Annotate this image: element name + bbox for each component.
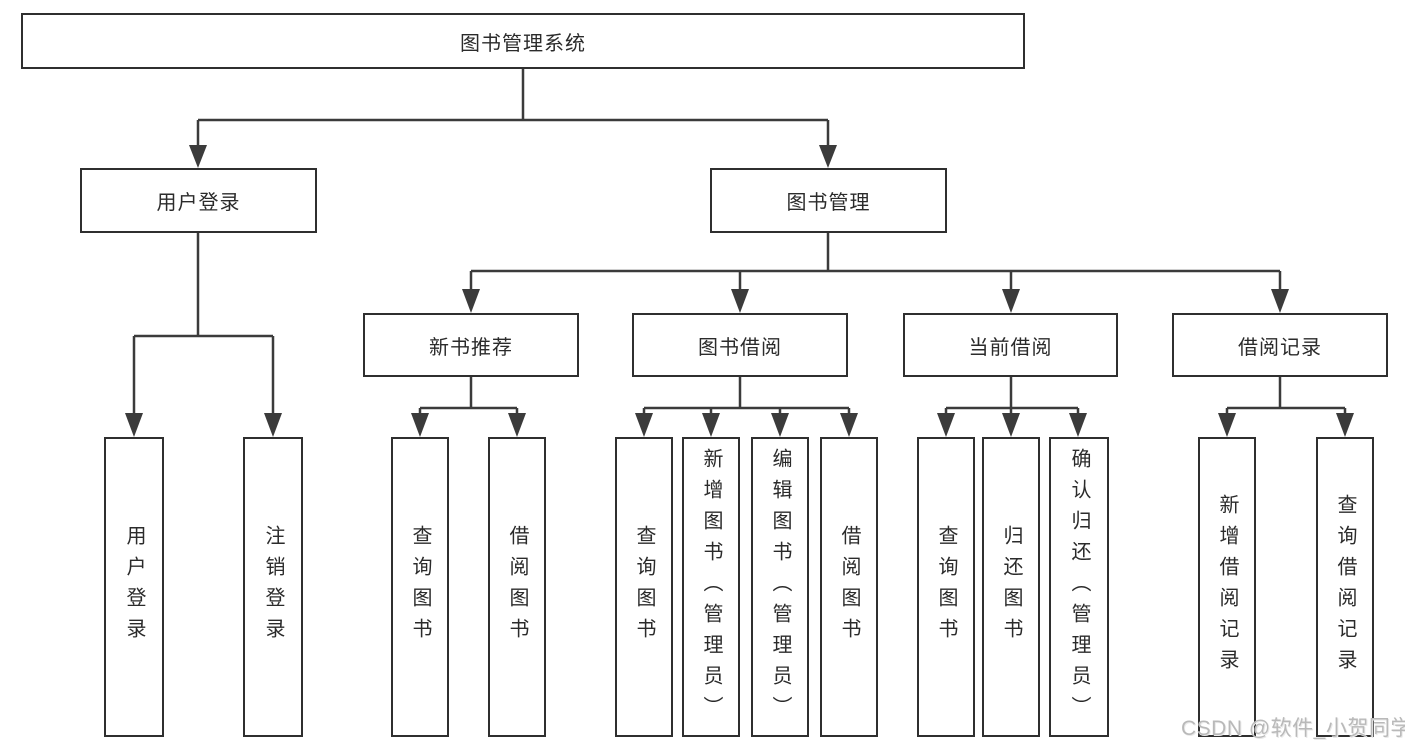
node-current-borrow-label: 当前借阅 bbox=[968, 336, 1053, 359]
node-user-auth-label: 用户登录 bbox=[156, 192, 241, 214]
leaf-user-login-label: 用户登录 bbox=[123, 525, 145, 649]
leaf-current-confirm-return-admin-label: 确认归还（管理员） bbox=[1068, 447, 1090, 727]
node-book-borrow-label: 图书借阅 bbox=[698, 336, 782, 359]
node-current-borrow: 当前借阅 bbox=[903, 313, 1118, 377]
leaf-user-login: 用户登录 bbox=[104, 437, 164, 737]
leaf-borrow-edit-books-admin-label: 编辑图书（管理员） bbox=[769, 447, 791, 727]
node-book-management-label: 图书管理 bbox=[786, 192, 871, 214]
leaf-borrow-edit-books-admin: 编辑图书（管理员） bbox=[751, 437, 809, 737]
node-user-auth: 用户登录 bbox=[80, 168, 317, 233]
leaf-borrow-add-books-admin-label: 新增图书（管理员） bbox=[700, 447, 722, 727]
leaf-user-logout-label: 注销登录 bbox=[262, 525, 284, 649]
leaf-user-logout: 注销登录 bbox=[243, 437, 303, 737]
node-root-label: 图书管理系统 bbox=[460, 32, 586, 55]
node-borrow-record: 借阅记录 bbox=[1172, 313, 1388, 377]
node-root: 图书管理系统 bbox=[21, 13, 1025, 69]
watermark: CSDN @软件_小贺同学 bbox=[1181, 717, 1405, 740]
node-borrow-record-label: 借阅记录 bbox=[1238, 336, 1322, 359]
leaf-current-query-books: 查询图书 bbox=[917, 437, 975, 737]
leaf-record-query-label: 查询借阅记录 bbox=[1334, 494, 1356, 680]
leaf-borrow-query-books-label: 查询图书 bbox=[633, 525, 655, 649]
leaf-borrow-add-books-admin: 新增图书（管理员） bbox=[682, 437, 740, 737]
leaf-borrow-borrow-books: 借阅图书 bbox=[820, 437, 878, 737]
leaf-borrow-borrow-books-label: 借阅图书 bbox=[838, 525, 860, 649]
leaf-current-return-books-label: 归还图书 bbox=[1000, 525, 1022, 649]
leaf-current-confirm-return-admin: 确认归还（管理员） bbox=[1049, 437, 1109, 737]
leaf-record-query: 查询借阅记录 bbox=[1316, 437, 1374, 737]
leaf-recommend-query-books-label: 查询图书 bbox=[409, 525, 431, 649]
node-new-book-recommend-label: 新书推荐 bbox=[429, 336, 513, 359]
leaf-borrow-query-books: 查询图书 bbox=[615, 437, 673, 737]
leaf-current-query-books-label: 查询图书 bbox=[935, 525, 957, 649]
node-book-borrow: 图书借阅 bbox=[632, 313, 848, 377]
node-book-management: 图书管理 bbox=[710, 168, 947, 233]
leaf-recommend-borrow-books-label: 借阅图书 bbox=[506, 525, 528, 649]
leaf-record-add-label: 新增借阅记录 bbox=[1216, 494, 1238, 680]
node-new-book-recommend: 新书推荐 bbox=[363, 313, 579, 377]
leaf-recommend-borrow-books: 借阅图书 bbox=[488, 437, 546, 737]
leaf-recommend-query-books: 查询图书 bbox=[391, 437, 449, 737]
leaf-current-return-books: 归还图书 bbox=[982, 437, 1040, 737]
leaf-record-add: 新增借阅记录 bbox=[1198, 437, 1256, 737]
